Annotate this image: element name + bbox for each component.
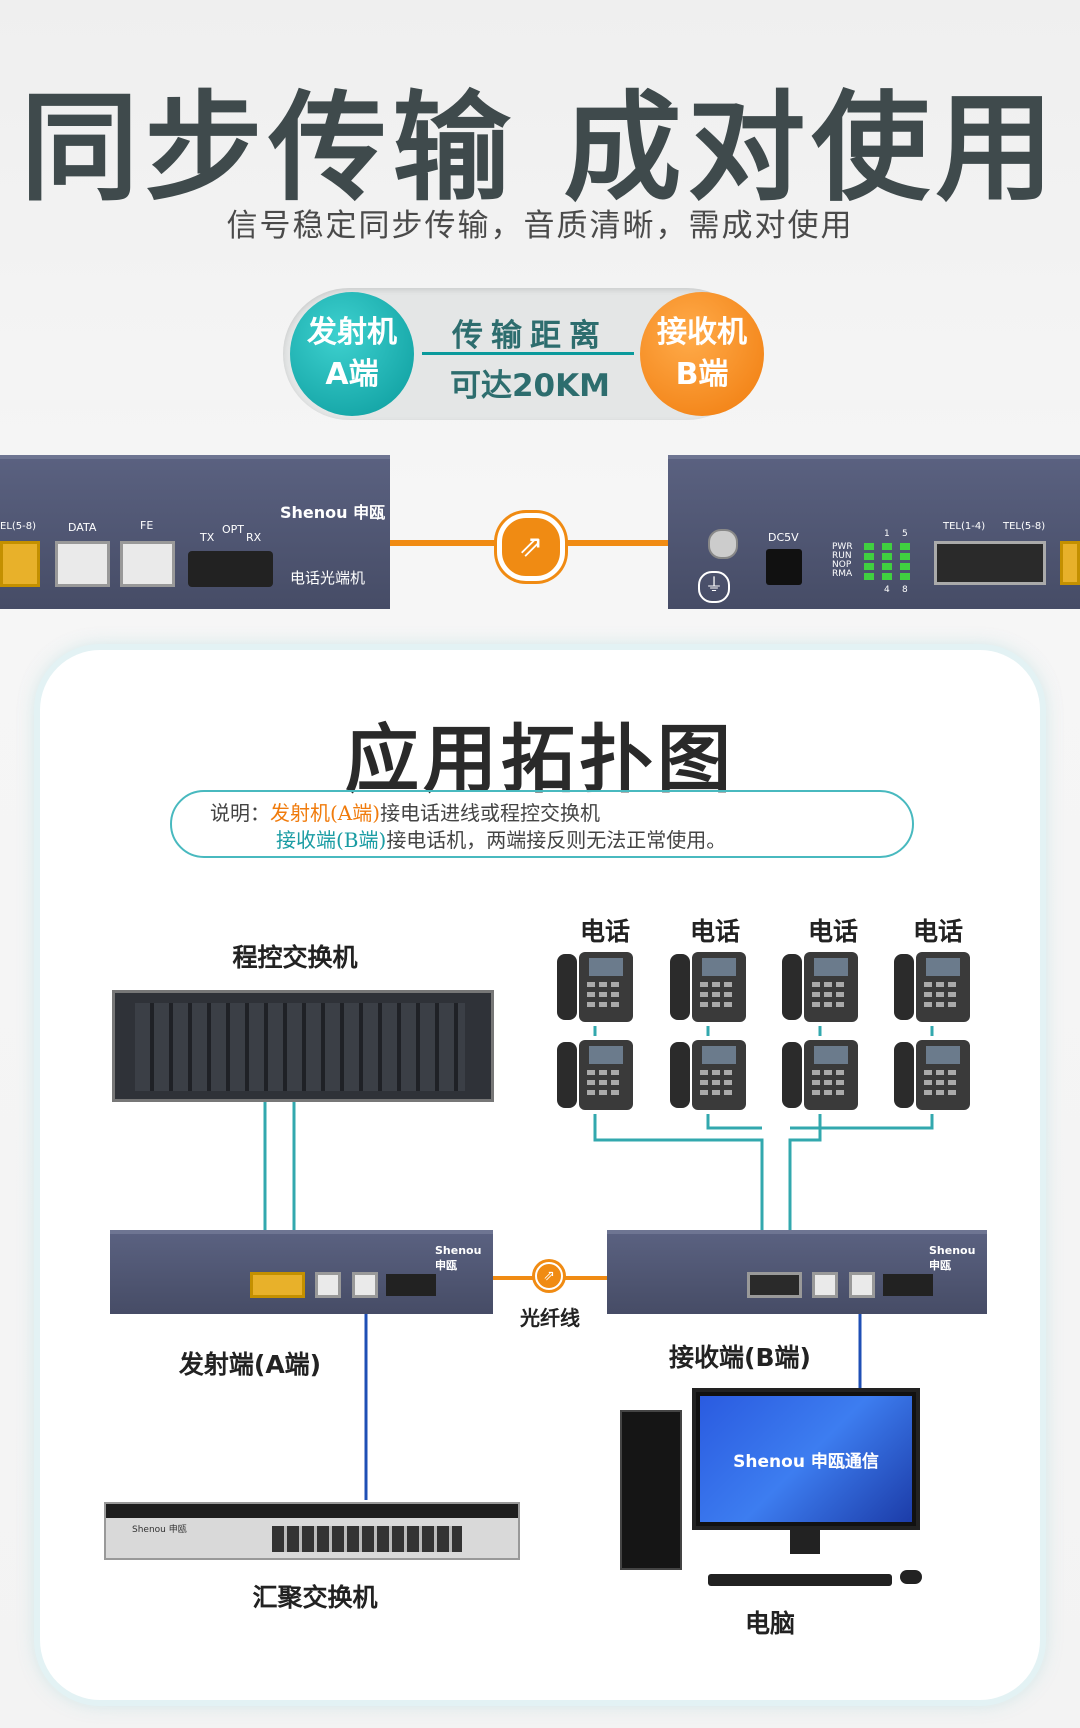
phone-label: 电话 (807, 917, 858, 946)
tel-leds (882, 543, 892, 581)
pbx-label: 程控交换机 (232, 943, 358, 972)
receiver-end: B端 (675, 357, 729, 392)
data-port (315, 1272, 341, 1298)
receiver-unit: Shenou 申瓯 (607, 1230, 987, 1314)
led-label: RUN (832, 551, 852, 561)
product-name: 电话光端机 (290, 569, 366, 587)
phone-icon (555, 948, 635, 1026)
brand-logo: Shenou 申瓯 (929, 1244, 976, 1272)
tel-port (1060, 541, 1080, 585)
brand-logo: Shenou 申瓯 (280, 503, 386, 522)
phone-icon (892, 948, 972, 1026)
port-label: RX (246, 531, 262, 544)
monitor: Shenou 申瓯通信 (692, 1388, 920, 1530)
transmitter-label: 发射端(A端) (178, 1350, 322, 1379)
note-box (170, 790, 914, 858)
transmitter-unit: Shenou 申瓯 (110, 1230, 493, 1314)
fe-port (352, 1272, 378, 1298)
monitor-screen: Shenou 申瓯通信 (700, 1396, 912, 1522)
monitor-stand (790, 1530, 820, 1554)
fiber-port (386, 1274, 436, 1296)
distance-title: 传输距离 (452, 318, 608, 354)
phone-icon (668, 1036, 748, 1114)
fe-port (120, 541, 175, 587)
brand-logo: Shenou 申瓯 (435, 1244, 482, 1272)
led-label: NOP (832, 560, 852, 570)
phone-icon (780, 948, 860, 1026)
tel-ports (250, 1272, 305, 1298)
tel-ports (934, 541, 1046, 585)
led-labels: PWR RUN NOP RMA (832, 543, 853, 579)
fiber-label: 光纤线 (520, 1306, 580, 1330)
transmitter-end: A端 (325, 357, 379, 392)
tel-port (0, 541, 40, 587)
fe-port (849, 1272, 875, 1298)
led-number: 4 (884, 585, 890, 595)
page-subtitle: 信号稳定同步传输，音质清晰，需成对使用 (226, 208, 854, 244)
note-line-2: 接收端(B端)接电话机，两端接反则无法正常使用。 (276, 824, 726, 853)
note-prefix: 说明： (210, 801, 270, 825)
pc-tower (620, 1410, 682, 1570)
power-jack (766, 549, 802, 585)
port-label: TX (200, 531, 215, 544)
data-port (55, 541, 110, 587)
port-label: TEL(5-8) (1003, 521, 1046, 532)
data-port (812, 1272, 838, 1298)
led-number: 1 (884, 529, 890, 539)
led-number: 5 (902, 529, 908, 539)
note-line-1: 说明：发射机(A端)接电话进线或程控交换机 (210, 797, 600, 826)
ground-icon: ⏚ (698, 571, 730, 603)
led-label: PWR (832, 542, 853, 552)
transmitter-label: 发射机 (307, 315, 397, 350)
tel-ports (747, 1272, 802, 1298)
note-text: 接电话机，两端接反则无法正常使用。 (386, 828, 727, 852)
port-label: OPT (222, 523, 245, 536)
pbx-image (112, 990, 494, 1102)
switch-brand: Shenou 申瓯 (132, 1525, 187, 1535)
fiber-icon: ⇗ (535, 1262, 563, 1290)
note-receiver: 接收端(B端) (276, 828, 387, 852)
phone-icon (555, 1036, 635, 1114)
fiber-port (883, 1274, 933, 1296)
led-number: 8 (902, 585, 908, 595)
phone-label: 电话 (689, 917, 740, 946)
mouse (900, 1570, 922, 1584)
pc-label: 电脑 (744, 1609, 795, 1638)
transmitter-circle: 发射机 A端 (290, 292, 414, 416)
phone-icon (668, 948, 748, 1026)
led-label: RMA (832, 569, 853, 579)
receiver-label: 接收机 (657, 315, 747, 350)
phone-label: 电话 (579, 917, 630, 946)
note-transmitter: 发射机(A端) (270, 801, 381, 825)
phone-label: 电话 (912, 917, 963, 946)
page-title: 同步传输 成对使用 (20, 79, 1060, 217)
note-text: 接电话进线或程控交换机 (380, 801, 601, 825)
topology-title: 应用拓扑图 (345, 717, 735, 803)
fiber-port (188, 551, 273, 587)
phone-icon (892, 1036, 972, 1114)
port-label: FE (140, 519, 154, 532)
switch-image: Shenou 申瓯 (104, 1502, 520, 1560)
keyboard (708, 1574, 892, 1586)
ground-screw (708, 529, 738, 559)
receiver-device: ⏚ DC5V PWR RUN NOP RMA 1 5 4 8 TEL(1-4) … (668, 455, 1080, 609)
port-label: DATA (68, 521, 97, 534)
port-label: TEL(1-4) (943, 521, 986, 532)
power-label: DC5V (768, 531, 799, 544)
phone-icon (780, 1036, 860, 1114)
port-label: EL(5-8) (0, 521, 37, 532)
receiver-circle: 接收机 B端 (640, 292, 764, 416)
distance-value: 可达20KM (449, 368, 610, 404)
pbx-cards (135, 1003, 465, 1091)
switch-ports (272, 1526, 462, 1552)
divider (422, 352, 634, 355)
transmitter-device: EL(5-8) DATA FE TX OPT RX Shenou 申瓯 电话光端… (0, 455, 390, 609)
receiver-label: 接收端(B端) (669, 1343, 811, 1372)
fiber-icon: ⇗ (497, 513, 565, 581)
switch-label: 汇聚交换机 (252, 1583, 378, 1612)
status-leds (864, 543, 874, 581)
tel-leds (900, 543, 910, 581)
